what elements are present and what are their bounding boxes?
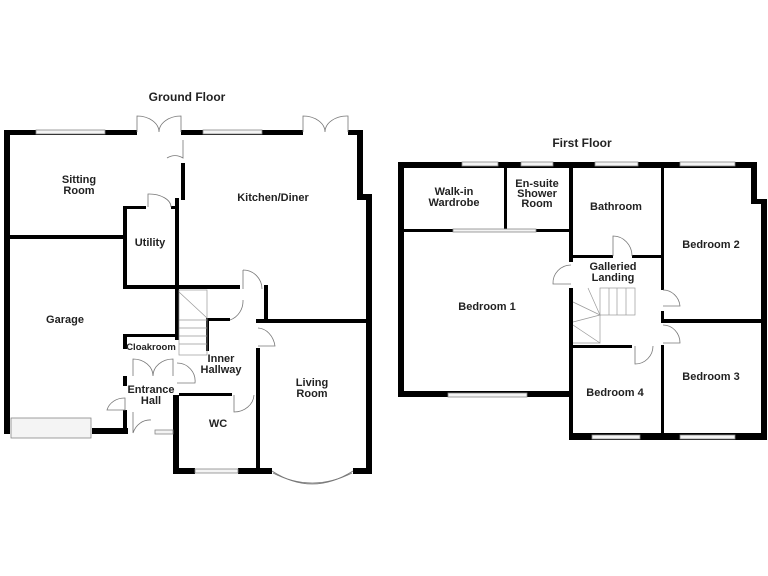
label-kitchen-diner: Kitchen/Diner [237, 192, 309, 204]
label-bedroom-4: Bedroom 4 [586, 387, 644, 399]
label-bedroom-2: Bedroom 2 [682, 239, 739, 251]
ground-floor-windows [35, 129, 354, 485]
ground-floor-stairs [178, 289, 208, 356]
label-bedroom-3: Bedroom 3 [682, 371, 739, 383]
ground-floor-plan: Ground Floor [4, 90, 372, 485]
label-utility: Utility [135, 237, 166, 249]
first-floor-stairs [572, 287, 636, 344]
ground-floor-doors [106, 115, 349, 434]
first-floor-title: First Floor [552, 136, 612, 150]
first-floor-doors [552, 235, 681, 365]
ground-floor-walls [4, 130, 372, 474]
label-cloakroom: Cloakroom [126, 342, 176, 353]
first-floor-plan: First Floor [398, 136, 767, 440]
label-garage: Garage [46, 314, 84, 326]
label-bathroom: Bathroom [590, 201, 642, 213]
ground-floor-title: Ground Floor [149, 90, 226, 104]
label-wc: WC [209, 418, 227, 430]
label-bedroom-1: Bedroom 1 [458, 301, 515, 313]
first-floor-windows [447, 161, 736, 440]
bay-window [271, 470, 354, 485]
